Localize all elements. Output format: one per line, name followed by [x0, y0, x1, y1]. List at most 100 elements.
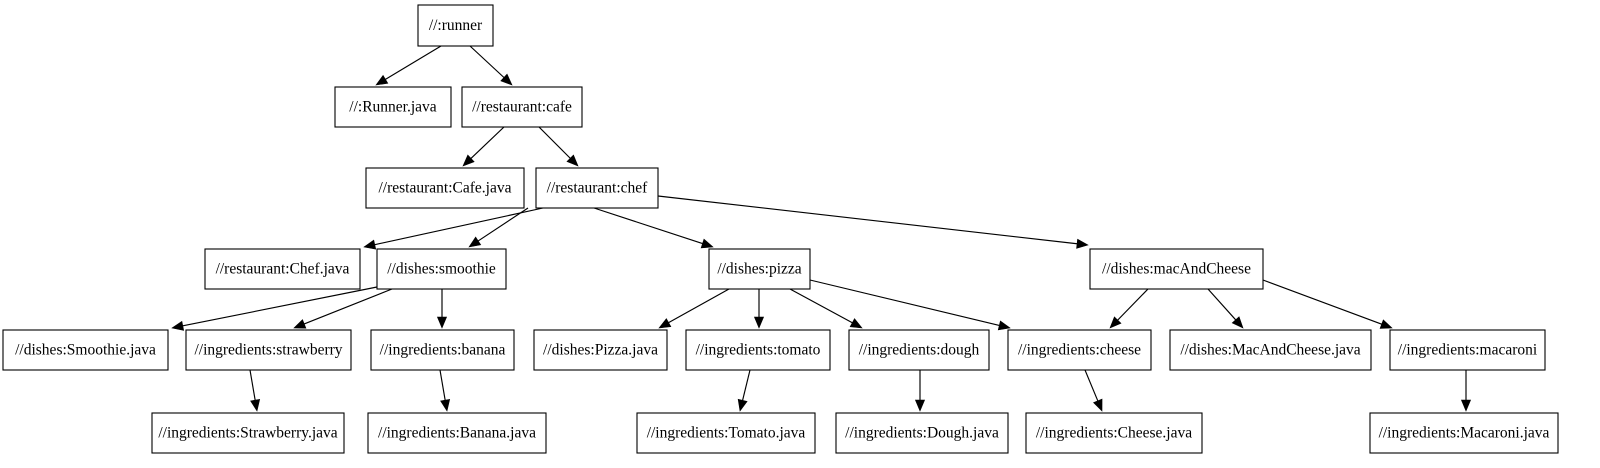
graph-node-chef_java[interactable]: //restaurant:Chef.java: [204, 248, 361, 290]
node-box[interactable]: [365, 167, 525, 209]
node-box[interactable]: [417, 4, 494, 47]
graph-node-ing_strawberry[interactable]: //ingredients:strawberry: [185, 329, 352, 371]
graph-node-mac_java[interactable]: //dishes:MacAndCheese.java: [1169, 329, 1372, 371]
node-label: //dishes:Pizza.java: [543, 342, 658, 359]
graph-edge: [737, 369, 751, 412]
node-box[interactable]: [1007, 329, 1152, 371]
graph-node-ing_dough[interactable]: //ingredients:dough: [848, 329, 990, 371]
edge-arrowhead: [849, 318, 863, 329]
edge-arrowhead: [293, 319, 307, 329]
edge-line: [789, 288, 853, 324]
node-label: //dishes:MacAndCheese.java: [1180, 342, 1360, 359]
graph-node-cafe_java[interactable]: //restaurant:Cafe.java: [365, 167, 525, 209]
graph-node-strawberry_java[interactable]: //ingredients:Strawberry.java: [151, 412, 345, 454]
edge-arrowhead: [1379, 319, 1393, 329]
edge-line: [1084, 369, 1099, 402]
node-label: //restaurant:chef: [547, 180, 649, 197]
graph-edge: [789, 288, 863, 329]
node-box[interactable]: [533, 329, 668, 371]
edge-arrowhead: [658, 318, 672, 329]
graph-node-dishes_smoothie[interactable]: //dishes:smoothie: [376, 248, 507, 290]
edge-arrowhead: [250, 399, 261, 412]
graph-node-ing_banana[interactable]: //ingredients:banana: [370, 329, 515, 371]
edge-line: [1207, 288, 1237, 321]
node-box[interactable]: [367, 412, 547, 454]
node-box[interactable]: [848, 329, 990, 371]
node-box[interactable]: [334, 86, 452, 128]
graph-edge: [293, 288, 393, 329]
node-box[interactable]: [185, 329, 352, 371]
node-box[interactable]: [461, 86, 583, 128]
node-box[interactable]: [376, 248, 507, 290]
edge-line: [304, 288, 393, 325]
node-label: //ingredients:Cheese.java: [1036, 425, 1192, 442]
edge-line: [477, 207, 529, 242]
node-box[interactable]: [204, 248, 361, 290]
graph-node-dough_java[interactable]: //ingredients:Dough.java: [835, 412, 1009, 454]
edge-arrowhead: [914, 399, 926, 412]
graph-edge: [593, 207, 714, 249]
edge-arrowhead: [1231, 316, 1244, 329]
node-box[interactable]: [708, 248, 811, 290]
node-box[interactable]: [1369, 412, 1559, 454]
edge-line: [470, 126, 505, 159]
graph-node-restaurant_cafe[interactable]: //restaurant:cafe: [461, 86, 583, 128]
edge-line: [657, 195, 1078, 245]
graph-edge: [469, 45, 513, 86]
graph-node-tomato_java[interactable]: //ingredients:Tomato.java: [636, 412, 816, 454]
node-label: //dishes:Smoothie.java: [15, 342, 156, 359]
edge-line: [469, 45, 505, 78]
node-label: //ingredients:dough: [859, 342, 980, 359]
graph-node-runner_java[interactable]: //:Runner.java: [334, 86, 452, 128]
graph-node-banana_java[interactable]: //ingredients:Banana.java: [367, 412, 547, 454]
edge-line: [742, 369, 751, 401]
graph-edge: [538, 126, 579, 167]
edge-arrowhead: [500, 73, 513, 86]
graph-edge: [1084, 369, 1103, 412]
node-box[interactable]: [151, 412, 345, 454]
graph-edge: [657, 195, 1089, 249]
graph-node-ing_macaroni[interactable]: //ingredients:macaroni: [1389, 329, 1546, 371]
node-box[interactable]: [1025, 412, 1203, 454]
graph-edge: [1262, 279, 1393, 329]
graph-node-cheese_java[interactable]: //ingredients:Cheese.java: [1025, 412, 1203, 454]
node-label: //:Runner.java: [349, 99, 437, 116]
node-box[interactable]: [1089, 248, 1264, 290]
node-box[interactable]: [535, 167, 659, 209]
graph-edge: [914, 370, 926, 412]
graph-node-pizza_java[interactable]: //dishes:Pizza.java: [533, 329, 668, 371]
edge-arrowhead: [462, 154, 475, 167]
edges-layer: [171, 45, 1472, 412]
node-label: //restaurant:Cafe.java: [379, 180, 512, 197]
graph-node-restaurant_chef[interactable]: //restaurant:chef: [535, 167, 659, 209]
graph-edge: [249, 369, 261, 412]
edge-arrowhead: [440, 399, 451, 412]
node-label: //ingredients:Macaroni.java: [1379, 425, 1550, 442]
node-box[interactable]: [636, 412, 816, 454]
node-label: //dishes:macAndCheese: [1102, 261, 1251, 278]
node-box[interactable]: [370, 329, 515, 371]
edge-line: [385, 45, 442, 80]
node-box[interactable]: [1389, 329, 1546, 371]
graph-node-ing_cheese[interactable]: //ingredients:cheese: [1007, 329, 1152, 371]
graph-edge: [1460, 370, 1472, 412]
graph-node-dishes_pizza[interactable]: //dishes:pizza: [708, 248, 811, 290]
node-box[interactable]: [1169, 329, 1372, 371]
node-box[interactable]: [685, 329, 831, 371]
graph-node-smoothie_java[interactable]: //dishes:Smoothie.java: [2, 329, 169, 371]
edge-line: [374, 207, 544, 246]
node-label: //ingredients:banana: [380, 342, 506, 359]
graph-node-runner[interactable]: //:runner: [417, 4, 494, 47]
edge-arrowhead: [468, 236, 482, 248]
graph-edge: [363, 207, 544, 250]
node-label: //ingredients:cheese: [1018, 342, 1141, 359]
graph-node-dishes_mac[interactable]: //dishes:macAndCheese: [1089, 248, 1264, 290]
node-label: //ingredients:Tomato.java: [647, 425, 806, 442]
node-label: //restaurant:cafe: [472, 99, 572, 116]
node-box[interactable]: [835, 412, 1009, 454]
node-box[interactable]: [2, 329, 169, 371]
graph-node-macaroni_java[interactable]: //ingredients:Macaroni.java: [1369, 412, 1559, 454]
graph-node-ing_tomato[interactable]: //ingredients:tomato: [685, 329, 831, 371]
